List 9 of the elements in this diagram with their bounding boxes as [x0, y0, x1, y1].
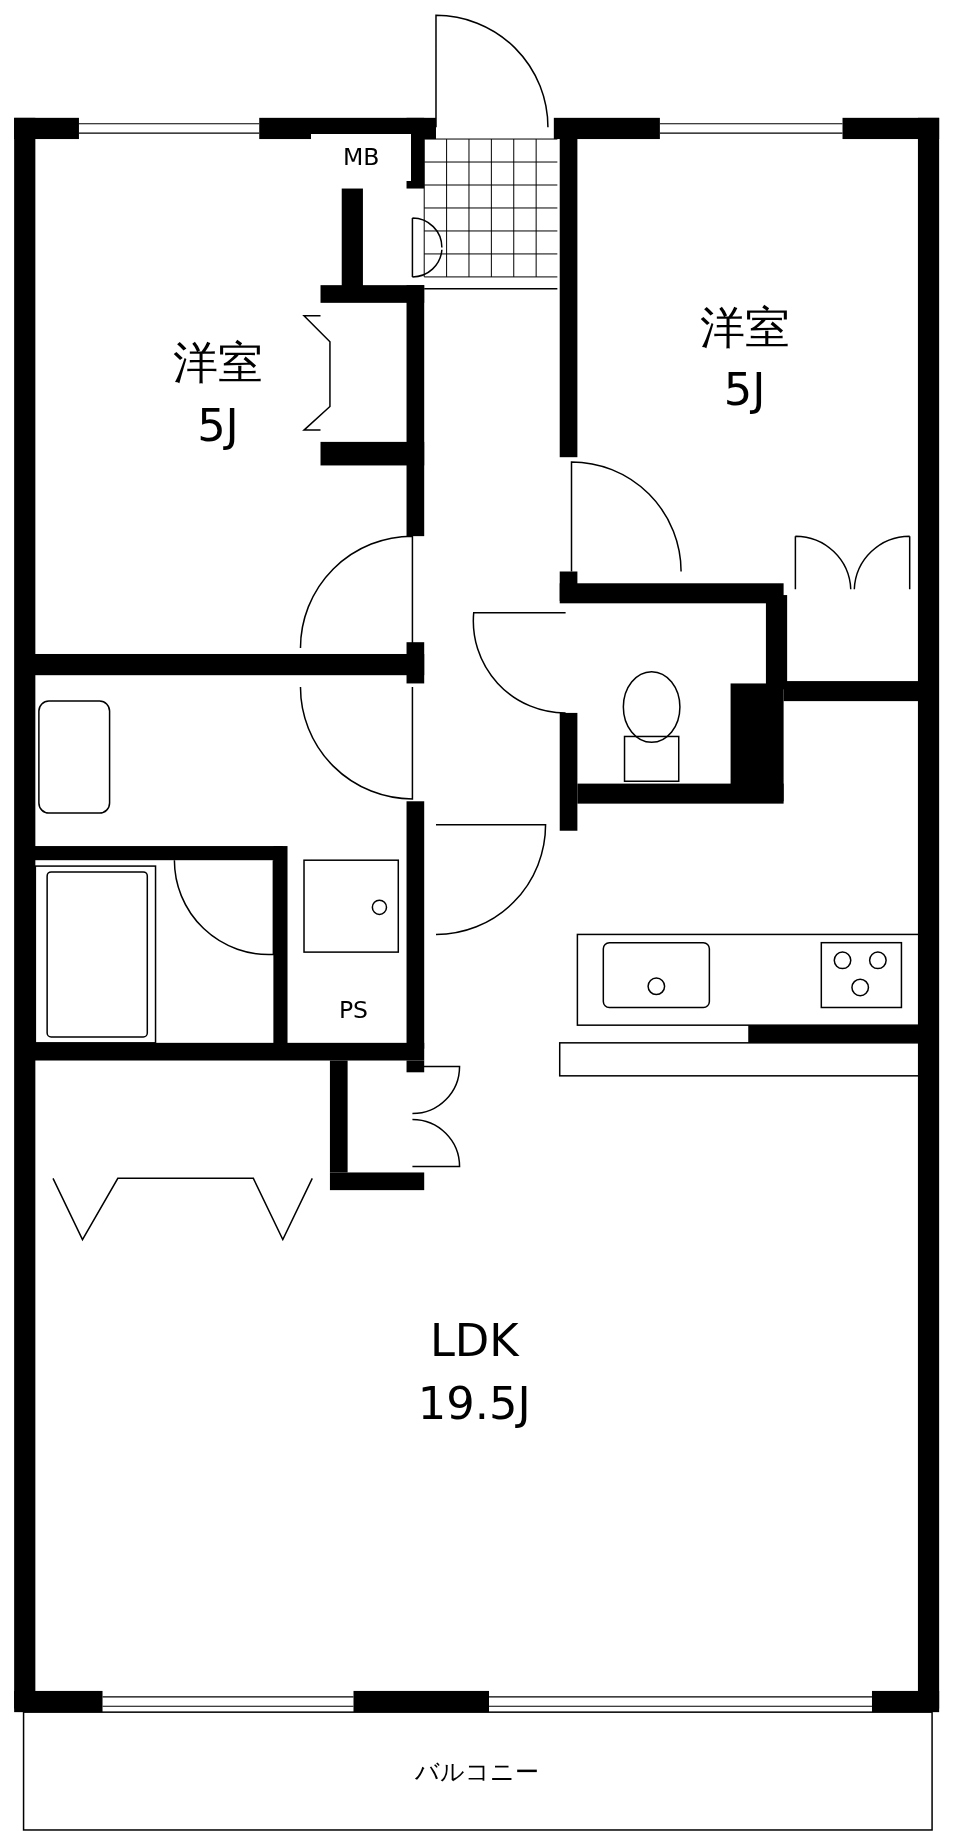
room-name: 洋室	[699, 299, 790, 356]
room-name: 洋室	[173, 335, 263, 392]
room-name: LDK	[429, 1313, 519, 1370]
room-size: 5J	[723, 362, 766, 419]
room-name: PS	[338, 994, 369, 1026]
room-size: 5J	[197, 397, 239, 454]
room-size: 19.5J	[417, 1375, 531, 1432]
room-name: MB	[342, 142, 380, 174]
room-name: バルコニー	[415, 1756, 540, 1788]
